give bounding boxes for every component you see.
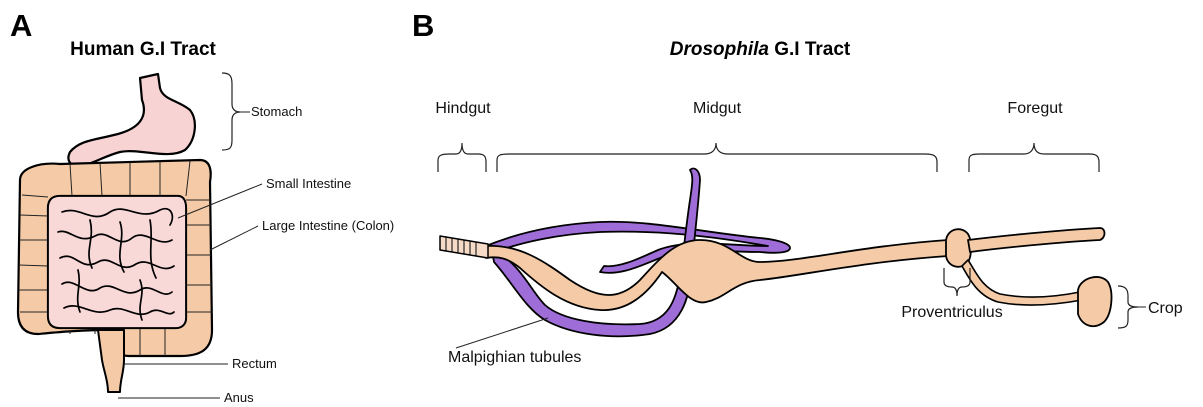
drosophila-gi-illustration [440, 168, 1111, 336]
crop [1078, 277, 1111, 326]
malpighian-tubules-leader [456, 318, 548, 348]
large-intestine-label: Large Intestine (Colon) [262, 218, 394, 233]
small-intestine-label: Small Intestine [266, 176, 351, 191]
proventriculus-label: Proventriculus [901, 304, 1002, 321]
crop-brace [1118, 286, 1138, 328]
rectum [98, 330, 124, 392]
malpighian-tubules-label: Malpighian tubules [448, 349, 581, 366]
hindgut-label: Hindgut [435, 100, 491, 117]
panel-b-title: Drosophila G.I Tract [670, 39, 851, 60]
stomach-label: Stomach [251, 104, 302, 119]
large-intestine-leader [210, 226, 258, 250]
panel-a-letter: A [10, 8, 32, 43]
anus-label: Anus [224, 390, 254, 405]
panel-b-title-rest: G.I Tract [769, 39, 851, 60]
midgut-label: Midgut [693, 100, 742, 117]
foregut-label: Foregut [1007, 100, 1063, 117]
hindgut-brace [438, 143, 486, 172]
rectum-label: Rectum [232, 356, 277, 371]
crop-duct [962, 260, 1082, 305]
human-gi-illustration [18, 74, 212, 392]
foregut-brace [969, 143, 1099, 172]
stomach-brace [222, 73, 240, 150]
midgut-tube [486, 240, 948, 310]
midgut-brace [497, 143, 937, 172]
panel-b-letter: B [412, 8, 434, 43]
panel-b-title-italic: Drosophila [670, 39, 770, 60]
stomach [68, 74, 194, 166]
foregut-esophagus [968, 228, 1105, 252]
panel-a-title: Human G.I Tract [70, 39, 216, 60]
crop-label: Crop [1148, 300, 1183, 317]
